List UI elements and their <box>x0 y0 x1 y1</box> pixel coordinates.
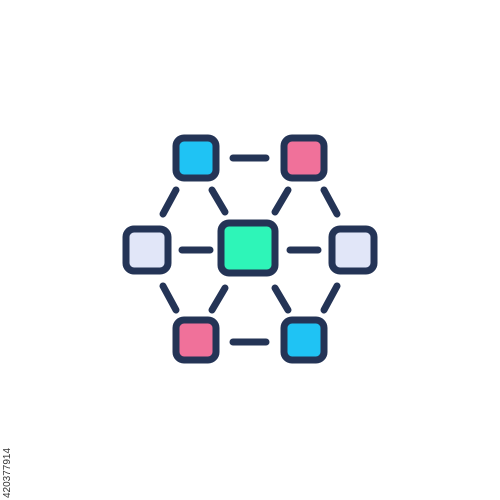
edge-inner-top-left <box>208 186 229 216</box>
node-top-right <box>280 134 328 182</box>
node-bottom-left <box>172 316 220 364</box>
edge-inner-bottom-left <box>208 284 229 314</box>
node-middle-left <box>122 225 172 275</box>
edge-inner-bottom-right <box>271 284 292 314</box>
edge-outer-top-left <box>159 186 180 218</box>
node-bottom-right <box>280 316 328 364</box>
edge-outer-bottom-right <box>320 282 341 314</box>
edge-outer-bottom-left <box>159 282 180 314</box>
node-top-left <box>172 134 220 182</box>
watermark-id-text: 420377914 <box>2 447 13 498</box>
edge-outer-top-right <box>320 186 341 218</box>
edge-inner-top-right <box>271 186 292 216</box>
node-middle-right <box>328 225 378 275</box>
watermark-id: 420377914 <box>2 390 14 500</box>
node-center <box>217 219 279 277</box>
